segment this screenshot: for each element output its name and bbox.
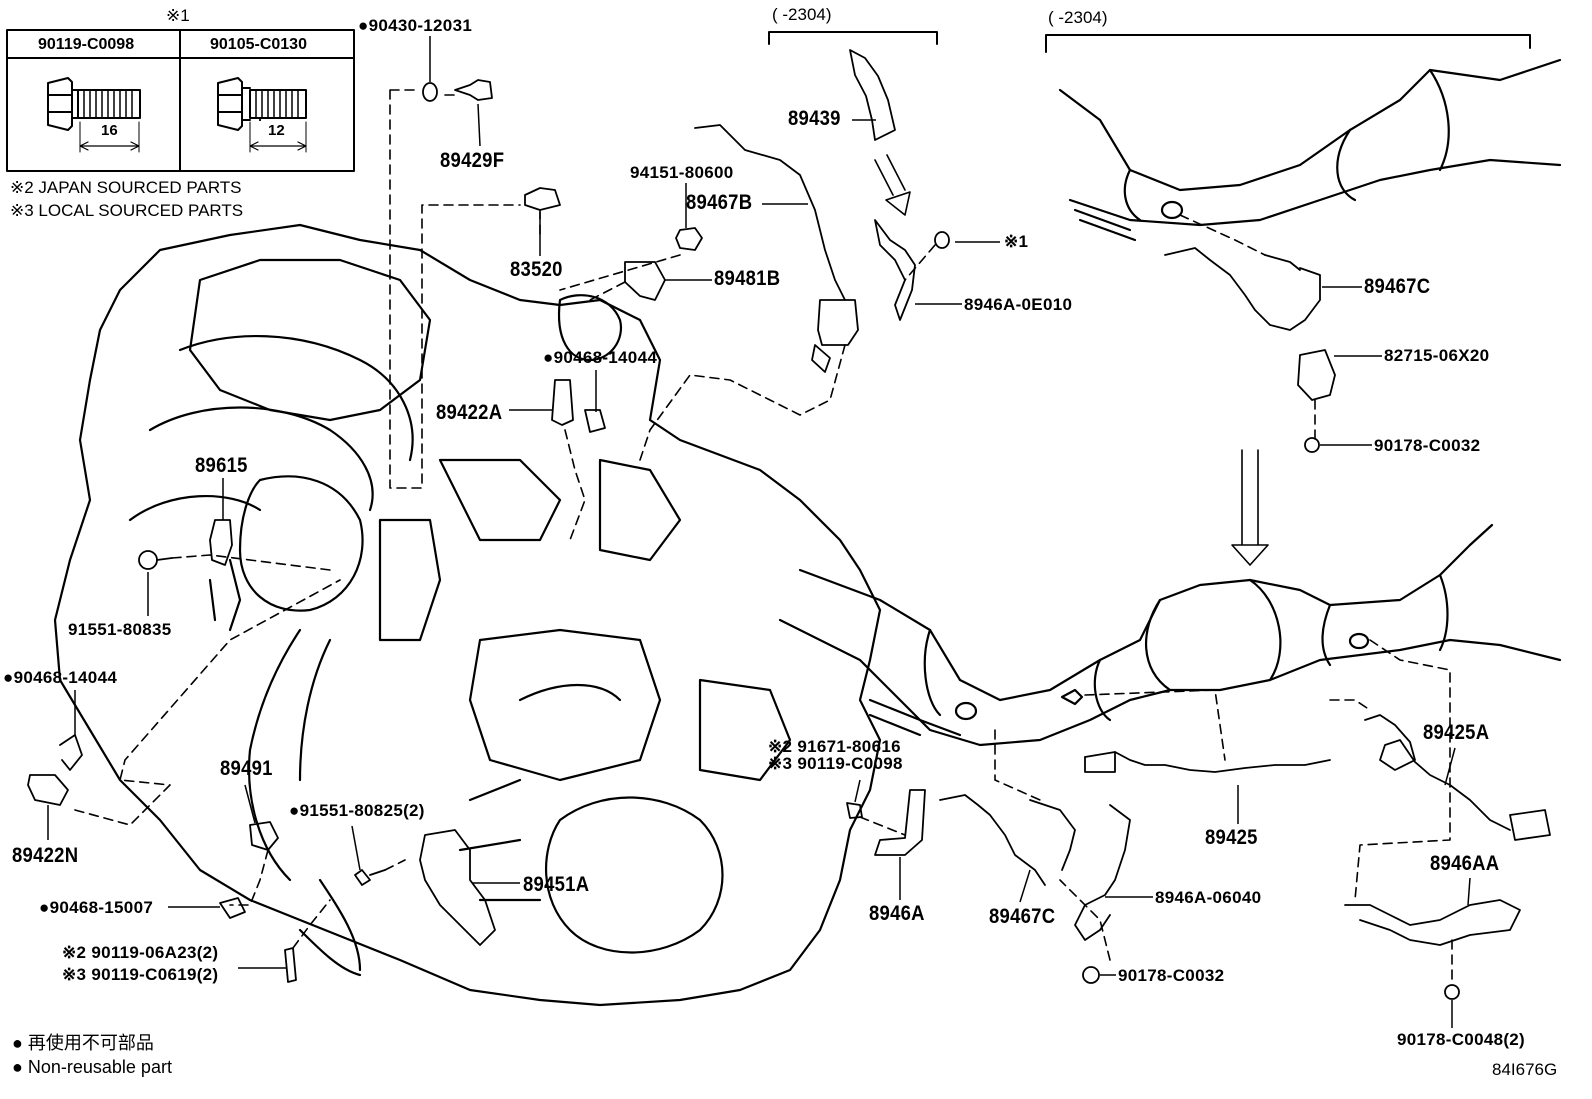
part-number: 90178-C0032 — [1118, 966, 1225, 985]
bolt-spec-table — [6, 29, 355, 172]
range-label: ( -2304) — [1048, 8, 1108, 27]
part-number: 89467B — [686, 191, 753, 214]
part-number: ※3 90119-C0619(2) — [62, 965, 219, 984]
part-glyphs — [27, 49, 1551, 1000]
reference-lines — [74, 89, 1453, 986]
exhaust-pipe-detail-drawing — [1058, 58, 1562, 242]
part-number: ※2 90119-06A23(2) — [62, 943, 219, 962]
part-number: 89429F — [440, 149, 505, 172]
part-number: 89615 — [195, 454, 248, 477]
direction-arrow — [874, 154, 911, 216]
part-number: ●90468-15007 — [39, 898, 154, 917]
part-number: 8946AA — [1430, 852, 1500, 875]
part-number: 90178-C0032 — [1374, 436, 1481, 455]
part-number: 89422A — [436, 401, 503, 424]
part-number: 89451A — [523, 873, 590, 896]
range-bracket-right — [1045, 34, 1531, 53]
part-number: 89425A — [1423, 721, 1490, 744]
part-number: 8946A — [869, 902, 925, 925]
part-number: 91551-80835 — [68, 620, 172, 639]
part-number: 90178-C0048(2) — [1397, 1030, 1526, 1049]
range-bracket-left — [768, 31, 938, 45]
direction-arrow — [1231, 449, 1269, 566]
note-japan-sourced: ※2 JAPAN SOURCED PARTS — [10, 178, 242, 197]
range-label: ( -2304) — [772, 5, 832, 24]
part-number: 82715-06X20 — [1384, 346, 1490, 365]
figure-code: 84I676G — [1492, 1060, 1558, 1079]
note-local-sourced: ※3 LOCAL SOURCED PARTS — [10, 201, 244, 220]
part-number: 89481B — [714, 267, 781, 290]
table-col2-header: 90105-C0130 — [210, 36, 307, 53]
part-number: 89439 — [788, 107, 841, 130]
part-number: 89467C — [1364, 275, 1431, 298]
bolt-icon — [47, 77, 141, 153]
part-number: 89491 — [220, 757, 273, 780]
part-number: 89425 — [1205, 826, 1258, 849]
part-number: ●90468-14044 — [543, 348, 658, 367]
part-number: ●90430-12031 — [358, 16, 473, 35]
part-number: 89467C — [989, 905, 1056, 928]
part-number: ●91551-80825(2) — [289, 801, 425, 820]
part-number: 8946A-0E010 — [964, 295, 1073, 314]
part-number: 83520 — [510, 258, 563, 281]
bolt-icon — [217, 77, 307, 153]
part-number: ●90468-14044 — [3, 668, 118, 687]
table-mark: ※1 — [166, 6, 190, 25]
part-number: 89422N — [12, 844, 79, 867]
engine-assembly-drawing — [53, 118, 882, 1007]
part-number: 8946A-06040 — [1155, 888, 1262, 907]
exhaust-pipe-drawing — [778, 523, 1562, 747]
table-col1-header: 90119-C0098 — [38, 36, 135, 53]
part-number: ※2 91671-80616 — [768, 737, 901, 756]
part-number: 94151-80600 — [630, 163, 734, 182]
legend-japanese: ● 再使用不可部品 — [12, 1033, 154, 1053]
part-number: ※3 90119-C0098 — [768, 754, 903, 773]
bolt-length-label: 16 — [101, 122, 118, 139]
bolt-length-label: 12 — [268, 122, 285, 139]
part-number: ※1 — [1004, 232, 1029, 251]
legend-english: ● Non-reusable part — [12, 1057, 172, 1077]
